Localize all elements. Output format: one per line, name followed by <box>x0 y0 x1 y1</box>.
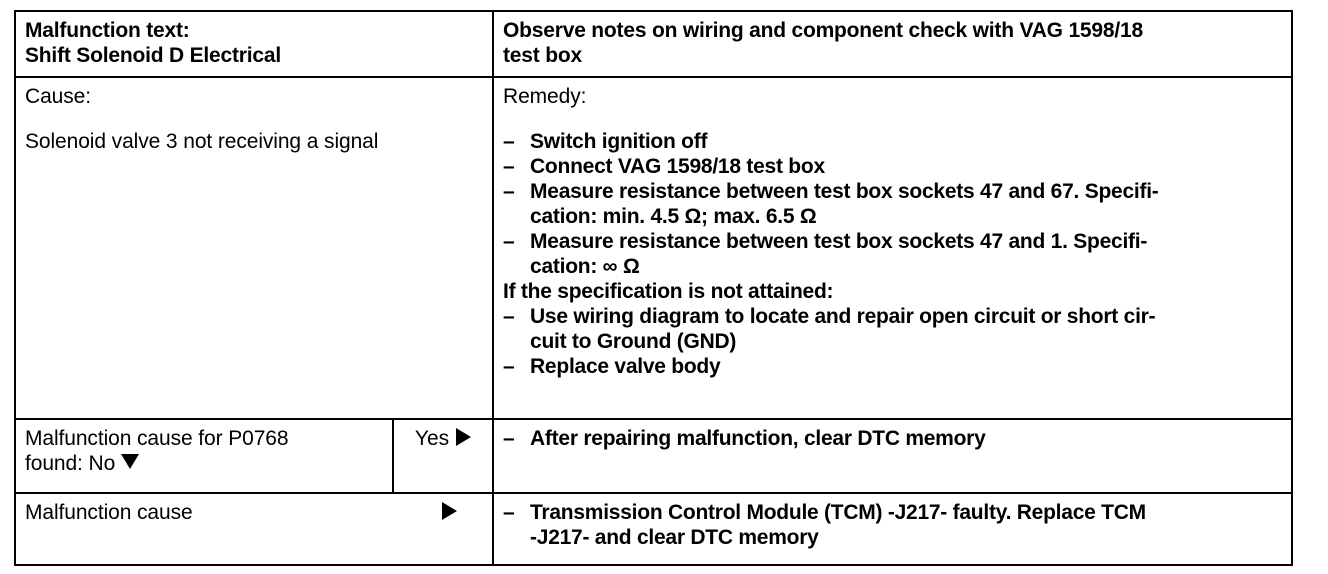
remedy-step-list: – Switch ignition off – Connect VAG 1598… <box>503 129 1283 279</box>
malfunction-cause-arrow-wrap <box>442 500 484 524</box>
list-item: – Transmission Control Module (TCM) -J21… <box>503 500 1283 550</box>
remedy-step-list-2: – Use wiring diagram to locate and repai… <box>503 304 1283 379</box>
remedy-spacer <box>503 109 1283 129</box>
list-item-line-1: Transmission Control Module (TCM) -J217-… <box>530 501 1146 524</box>
after-repair-cell: – After repairing malfunction, clear DTC… <box>492 418 1294 494</box>
tcm-faulty-list: – Transmission Control Module (TCM) -J21… <box>503 500 1283 550</box>
dash-icon: – <box>503 130 515 153</box>
list-item-line-2: cation: ∞ Ω <box>530 255 640 278</box>
yes-branch-inner: Yes <box>394 420 492 451</box>
dash-icon: – <box>503 305 515 328</box>
dash-icon: – <box>503 230 515 253</box>
list-item-line-1: Connect VAG 1598/18 test box <box>530 155 825 178</box>
list-item: – Connect VAG 1598/18 test box <box>503 154 1283 179</box>
malfunction-text-value: Shift Solenoid D Electrical <box>25 44 281 67</box>
list-item: – After repairing malfunction, clear DTC… <box>503 426 1283 451</box>
malfunction-cause-label: Malfunction cause <box>25 501 193 524</box>
triangle-right-icon[interactable] <box>442 502 458 520</box>
observe-notes-line-2: test box <box>503 44 582 67</box>
triangle-down-icon[interactable] <box>121 454 140 469</box>
yes-label: Yes <box>414 427 450 450</box>
list-item-line-1: Switch ignition off <box>530 130 708 153</box>
list-item-line-1: Replace valve body <box>530 355 721 378</box>
list-item-line-1: After repairing malfunction, clear DTC m… <box>530 427 986 450</box>
list-item-line-1: Measure resistance between test box sock… <box>530 230 1148 253</box>
yes-branch-cell[interactable]: Yes <box>391 418 495 494</box>
dash-icon: – <box>503 155 515 178</box>
malfunction-found-cell: Malfunction cause for P0768 found: No <box>14 418 394 494</box>
malfunction-found-answer: found: No <box>25 452 116 475</box>
table-row-cause-remedy: Cause: Solenoid valve 3 not receiving a … <box>13 76 1294 420</box>
malfunction-cause-cell: Malfunction cause <box>13 492 495 566</box>
list-item-line-2: -J217- and clear DTC memory <box>530 526 819 549</box>
table-row-malfunction-cause-tcm: Malfunction cause – Transmission Control… <box>13 492 1294 566</box>
list-item-line-1: Use wiring diagram to locate and repair … <box>530 305 1156 328</box>
remedy-title: Remedy: <box>503 85 587 108</box>
list-item-line-1: Measure resistance between test box sock… <box>530 180 1159 203</box>
cause-title: Cause: <box>25 85 91 108</box>
cause-cell: Cause: Solenoid valve 3 not receiving a … <box>13 76 495 420</box>
list-item: – Use wiring diagram to locate and repai… <box>503 304 1283 354</box>
triangle-right-icon[interactable] <box>456 428 472 446</box>
malfunction-found-line-2: found: No <box>25 451 384 476</box>
malfunction-text-label: Malfunction text: <box>25 19 190 42</box>
tcm-faulty-cell: – Transmission Control Module (TCM) -J21… <box>492 492 1294 566</box>
observe-notes-cell: Observe notes on wiring and component ch… <box>492 10 1294 78</box>
cause-text: Solenoid valve 3 not receiving a signal <box>25 130 379 153</box>
remedy-cell: Remedy: – Switch ignition off – Connect … <box>492 76 1294 420</box>
list-item-line-2: cation: min. 4.5 Ω; max. 6.5 Ω <box>530 205 817 228</box>
list-item: – Replace valve body <box>503 354 1283 379</box>
spec-not-attained-title: If the specification is not attained: <box>503 280 834 303</box>
table-row-malfunction-found: Malfunction cause for P0768 found: No Ye… <box>14 418 1294 494</box>
dtc-fault-table: Malfunction text: Shift Solenoid D Elect… <box>13 10 1294 566</box>
list-item: – Measure resistance between test box so… <box>503 229 1283 279</box>
cause-spacer <box>25 109 484 129</box>
dash-icon: – <box>503 180 515 203</box>
dash-icon: – <box>503 355 515 378</box>
dash-icon: – <box>503 501 515 524</box>
after-repair-list: – After repairing malfunction, clear DTC… <box>503 426 1283 451</box>
list-item: – Measure resistance between test box so… <box>503 179 1283 229</box>
observe-notes-line-1: Observe notes on wiring and component ch… <box>503 19 1143 42</box>
dash-icon: – <box>503 427 515 450</box>
table-row-header: Malfunction text: Shift Solenoid D Elect… <box>13 10 1294 78</box>
malfunction-text-cell: Malfunction text: Shift Solenoid D Elect… <box>13 10 495 78</box>
list-item: – Switch ignition off <box>503 129 1283 154</box>
malfunction-found-line-1: Malfunction cause for P0768 <box>25 427 289 450</box>
list-item-line-2: cuit to Ground (GND) <box>530 330 737 353</box>
